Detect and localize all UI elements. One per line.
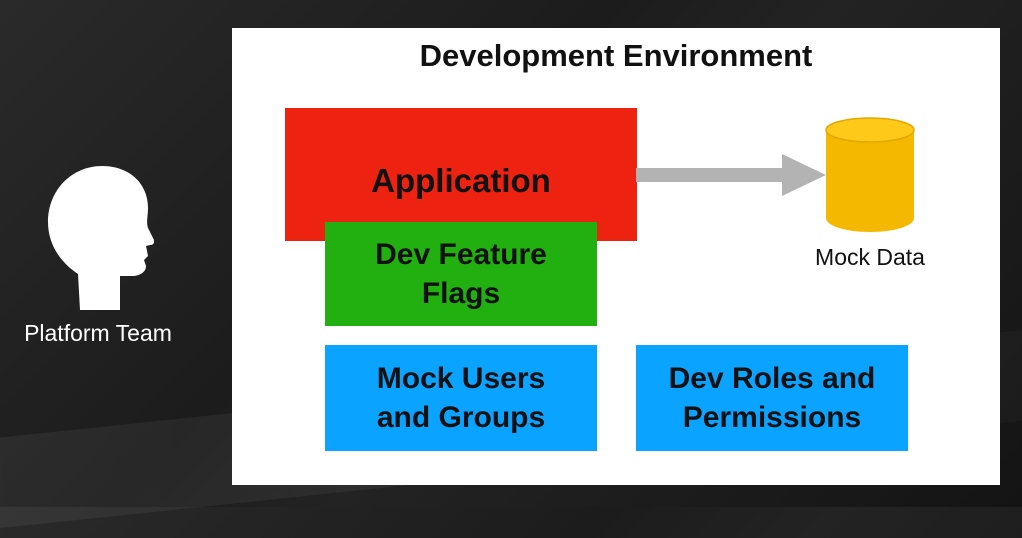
users-label-line2: and Groups xyxy=(376,401,546,434)
users-label-line1: Mock Users xyxy=(376,362,546,395)
arrow-to-mock-data xyxy=(636,154,826,196)
feature-flags-label-line2: Flags xyxy=(421,277,501,310)
roles-label-line2: Permissions xyxy=(682,401,862,434)
actor-label: Platform Team xyxy=(24,320,172,346)
person-head-icon xyxy=(48,166,154,310)
mock-data-label: Mock Data xyxy=(815,244,925,270)
database-cylinder-icon xyxy=(825,117,915,232)
platform-team-actor: Platform Team xyxy=(0,150,200,360)
roles-label-line1: Dev Roles and xyxy=(668,362,876,395)
mock-users-groups-box: Mock Users and Groups xyxy=(325,345,597,451)
development-environment-panel: Development Environment Application Dev … xyxy=(232,28,1000,485)
dev-roles-permissions-box: Dev Roles and Permissions xyxy=(636,345,908,451)
dev-feature-flags-box: Dev Feature Flags xyxy=(325,222,597,326)
feature-flags-label-line1: Dev Feature xyxy=(375,238,547,271)
environment-title: Development Environment xyxy=(419,38,813,73)
application-box: Application xyxy=(285,108,637,241)
application-label: Application xyxy=(371,162,551,199)
